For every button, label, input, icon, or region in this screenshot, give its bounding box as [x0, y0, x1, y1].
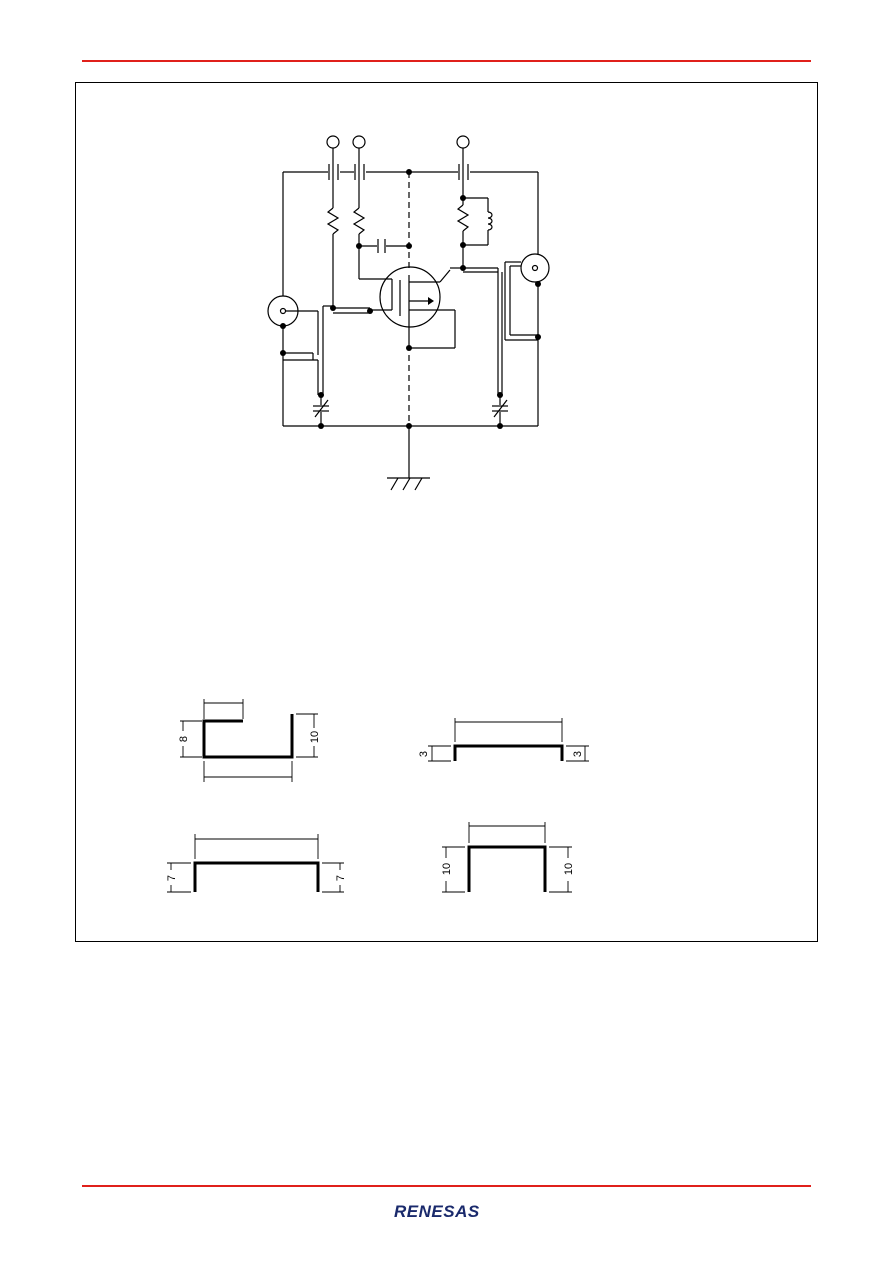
dim-label-stub1-height: 8: [178, 736, 190, 742]
terminal-drain-supply: [456, 135, 470, 149]
resistor-r1: [326, 172, 340, 308]
input-coax-connector: [267, 295, 370, 395]
resistor-r2: [352, 172, 392, 280]
fet-transistor: [372, 266, 463, 350]
dim-label-stub4-left: 10: [441, 863, 453, 875]
test-circuit-schematic: [267, 135, 550, 491]
stub-diagram-2: 3 3: [418, 718, 589, 762]
dim-label-stub2-right: 3: [572, 751, 584, 757]
figure-frame: [75, 82, 818, 942]
variable-capacitor-output: [492, 395, 508, 426]
stub-diagram-4: 10 10: [441, 822, 575, 893]
dim-label-stub2-left: 3: [418, 751, 430, 757]
stub-diagram-1: 8 10: [178, 699, 321, 782]
ground-symbol: [387, 426, 430, 491]
junction-dots: [280, 169, 541, 429]
footer-rule: [82, 1185, 811, 1187]
terminal-gate-bias: [326, 135, 340, 149]
renesas-logo: RENESAS: [394, 1202, 480, 1221]
capacitor-bypass: [377, 239, 386, 253]
header-rule: [82, 60, 811, 62]
output-coax-connector: [463, 253, 550, 395]
dim-label-stub1-right: 10: [309, 731, 321, 743]
dim-label-stub4-right: 10: [563, 863, 575, 875]
capacitor-c2: [354, 164, 365, 180]
capacitor-c1: [328, 164, 339, 180]
capacitor-c3: [458, 164, 469, 180]
inductor-choke: [463, 198, 493, 246]
dim-label-stub3-left: 7: [166, 875, 178, 881]
variable-capacitor-input: [313, 395, 329, 426]
terminal-gate2-bias: [352, 135, 366, 149]
renesas-logo-text: RENESAS: [394, 1202, 480, 1221]
resistor-rd: [456, 198, 470, 268]
stub-diagram-3: 7 7: [166, 834, 347, 893]
dim-label-stub3-right: 7: [335, 875, 347, 881]
